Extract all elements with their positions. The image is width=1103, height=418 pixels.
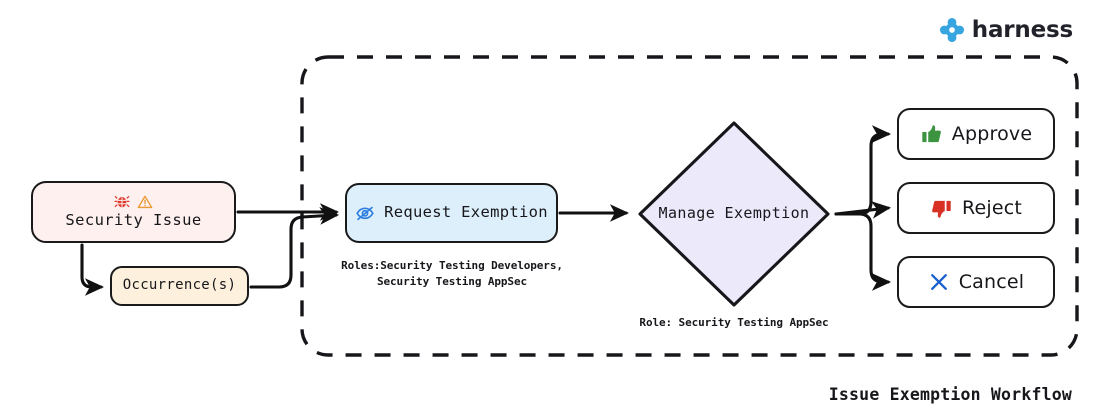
thumbs-down-icon — [932, 200, 951, 218]
diamond-shape — [638, 121, 830, 307]
diagram-caption: Issue Exemption Workflow — [828, 385, 1072, 404]
node-manage-exemption-label: Manage Exemption — [658, 204, 810, 223]
node-occurrences[interactable]: Occurrence(s) — [110, 266, 249, 306]
harness-clover-diamond-icon — [939, 17, 964, 43]
bug-icon — [114, 195, 130, 208]
node-security-issue[interactable]: Security Issue — [31, 181, 236, 243]
node-cancel-label: Cancel — [958, 270, 1025, 293]
annotation-manage-exemption-role: Role: Security Testing AppSec — [639, 316, 829, 329]
close-x-icon — [930, 274, 947, 290]
edge-manage-exemption-to-approve — [834, 125, 892, 216]
node-reject-label: Reject — [961, 196, 1023, 219]
node-request-exemption-label: Request Exemption — [384, 203, 548, 222]
node-manage-exemption[interactable]: Manage Exemption — [635, 118, 833, 310]
edge-manage-exemption-to-reject — [834, 201, 892, 219]
harness-brand: harness — [939, 17, 1073, 43]
node-cancel[interactable]: Cancel — [897, 256, 1055, 308]
annotation-request-exemption-roles: Roles:Security Testing Developers, Secur… — [341, 259, 563, 288]
eye-off-icon — [356, 206, 374, 221]
node-request-exemption[interactable]: Request Exemption — [345, 183, 558, 243]
thumbs-up-icon — [922, 124, 941, 142]
node-occurrences-label: Occurrence(s) — [122, 277, 237, 294]
harness-wordmark: harness — [971, 16, 1073, 43]
node-approve-label: Approve — [951, 122, 1033, 145]
edge-occurrences-to-request-exemption — [249, 207, 340, 289]
warning-triangle-icon — [137, 195, 153, 208]
node-security-issue-label: Security Issue — [65, 211, 202, 230]
edge-manage-exemption-to-cancel — [834, 212, 892, 291]
node-approve[interactable]: Approve — [897, 108, 1055, 160]
node-reject[interactable]: Reject — [897, 182, 1055, 234]
edge-security-issue-to-occurrences — [80, 243, 105, 296]
